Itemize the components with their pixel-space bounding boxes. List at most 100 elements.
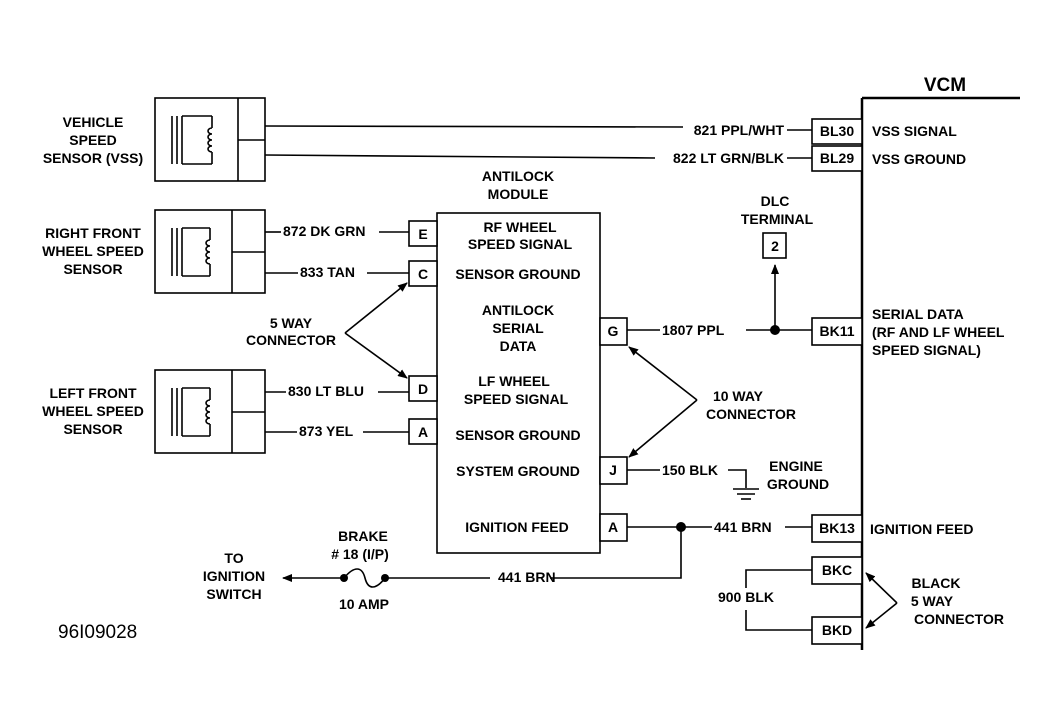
vcm-pin-bl29 — [811, 145, 863, 172]
vcm-serial-data-line-3: SPEED SIGNAL) — [872, 342, 981, 358]
pin-j-label: J — [609, 462, 617, 478]
black-five-way-line-2: 5 WAY — [911, 593, 954, 609]
vcm-serial-data-line-2: (RF AND LF WHEEL — [872, 324, 1005, 340]
engine-ground-line-1: ENGINE — [769, 458, 823, 474]
five-way-connector-line-1: 5 WAY — [270, 315, 313, 331]
pin-d — [408, 375, 438, 402]
dlc-label-line-2: TERMINAL — [741, 211, 814, 227]
pin-a-left-label: A — [418, 424, 428, 440]
vcm-vss-ground-label: VSS GROUND — [872, 151, 966, 167]
five-way-arrow-up — [344, 282, 408, 334]
vcm-pin-bkc — [811, 556, 863, 585]
wire-833-label: 833 TAN — [300, 264, 355, 280]
lf-speed-signal-line-1: LF WHEEL — [478, 373, 550, 389]
pin-a-left — [408, 418, 438, 445]
engine-ground-line-2: GROUND — [767, 476, 829, 492]
to-ignition-line-3: SWITCH — [206, 586, 261, 602]
vss-coil-icon — [171, 115, 213, 165]
antilock-title-line-2: MODULE — [488, 186, 549, 202]
wire-830-label: 830 LT BLU — [288, 383, 364, 399]
antilock-ignition-feed-label: IGNITION FEED — [465, 519, 568, 535]
pin-e-label: E — [418, 226, 427, 242]
vcm-pin-bl30-label: BL30 — [820, 123, 854, 139]
wire-873-label: 873 YEL — [299, 423, 354, 439]
system-ground-label: SYSTEM GROUND — [456, 463, 580, 479]
antilock-serial-line-3: DATA — [500, 338, 537, 354]
wire-821-left — [264, 125, 684, 128]
wire-1807-label: 1807 PPL — [662, 322, 725, 338]
vcm-pin-bk13 — [811, 514, 863, 543]
black-five-way-line-1: BLACK — [912, 575, 961, 591]
pin-e — [408, 220, 438, 247]
wire-872-label: 872 DK GRN — [283, 223, 365, 239]
rf-label-line-3: SENSOR — [63, 261, 122, 277]
vcm-pin-bk11 — [811, 317, 863, 346]
rf-speed-signal-line-1: RF WHEEL — [483, 219, 557, 235]
diagram-code: 96I09028 — [58, 622, 137, 643]
wire-441-bottom-label: 441 BRN — [498, 569, 556, 585]
dlc-pin-label: 2 — [771, 238, 779, 254]
black-five-way-arrow-up — [865, 572, 898, 604]
fuse-rating-label: 10 AMP — [339, 596, 389, 612]
rf-label-line-1: RIGHT FRONT — [45, 225, 141, 241]
antilock-module: ANTILOCK MODULE E C D A G J A RF WHEEL S… — [408, 168, 628, 554]
vcm-pin-bkd — [811, 616, 863, 645]
vss-label-line-2: SPEED — [69, 132, 116, 148]
rf-wheel-sensor: RIGHT FRONT WHEEL SPEED SENSOR — [42, 209, 266, 294]
engine-ground-icon — [733, 488, 759, 500]
pin-a-right-label: A — [608, 519, 618, 535]
brake-fuse-icon — [340, 568, 389, 588]
lf-label-line-2: WHEEL SPEED — [42, 403, 144, 419]
fuse-label-line-1: BRAKE — [338, 528, 388, 544]
ten-way-arrow-down — [628, 399, 698, 458]
dlc-label-line-1: DLC — [761, 193, 790, 209]
vss-label-line-1: VEHICLE — [63, 114, 124, 130]
vcm-pin-bk13-label: BK13 — [819, 520, 855, 536]
vcm-ignition-feed-label: IGNITION FEED — [870, 521, 973, 537]
sensor-ground-1-label: SENSOR GROUND — [455, 266, 580, 282]
wire-900-label: 900 BLK — [718, 589, 774, 605]
rf-coil-icon — [171, 227, 211, 277]
fuse-label-line-2: # 18 (I/P) — [331, 546, 389, 562]
black-five-way-line-3: CONNECTOR — [914, 611, 1004, 627]
lf-wheel-sensor: LEFT FRONT WHEEL SPEED SENSOR — [42, 369, 266, 454]
lf-label-line-1: LEFT FRONT — [49, 385, 137, 401]
antilock-serial-line-1: ANTILOCK — [482, 302, 554, 318]
ten-way-connector-line-1: 10 WAY — [713, 388, 764, 404]
ten-way-connector-line-2: CONNECTOR — [706, 406, 796, 422]
lf-coil-icon — [171, 387, 211, 437]
vcm-serial-data-line-1: SERIAL DATA — [872, 306, 964, 322]
rf-speed-signal-line-2: SPEED SIGNAL — [468, 236, 573, 252]
lf-label-line-3: SENSOR — [63, 421, 122, 437]
wire-822-left — [264, 154, 656, 159]
wire-821-label: 821 PPL/WHT — [694, 122, 785, 138]
vcm-pin-bl30 — [811, 118, 863, 145]
to-ignition-line-1: TO — [224, 550, 243, 566]
vcm-pin-bl29-label: BL29 — [820, 150, 854, 166]
five-way-arrow-down — [344, 332, 408, 379]
sensor-ground-2-label: SENSOR GROUND — [455, 427, 580, 443]
pin-d-label: D — [418, 381, 428, 397]
vcm-pin-bkd-label: BKD — [822, 622, 852, 638]
black-five-way-arrow-down — [865, 602, 898, 629]
dlc-terminal-pin — [762, 232, 787, 259]
to-ignition-line-2: IGNITION — [203, 568, 265, 584]
lf-speed-signal-line-2: SPEED SIGNAL — [464, 391, 569, 407]
antilock-title-line-1: ANTILOCK — [482, 168, 554, 184]
vcm-title: VCM — [924, 75, 966, 96]
vcm-pin-bk11-label: BK11 — [819, 323, 854, 339]
vss-label-line-3: SENSOR (VSS) — [43, 150, 143, 166]
five-way-connector-line-2: CONNECTOR — [246, 332, 336, 348]
wire-822-label: 822 LT GRN/BLK — [673, 150, 784, 166]
vcm-pin-bkc-label: BKC — [822, 562, 852, 578]
antilock-serial-line-2: SERIAL — [492, 320, 544, 336]
pin-c-label: C — [418, 266, 428, 282]
wire-150-label: 150 BLK — [662, 462, 718, 478]
ten-way-arrow-up — [628, 346, 698, 401]
vss-sensor: VEHICLE SPEED SENSOR (VSS) — [43, 97, 266, 182]
vcm-vss-signal-label: VSS SIGNAL — [872, 123, 957, 139]
pin-g — [599, 317, 628, 346]
rf-label-line-2: WHEEL SPEED — [42, 243, 144, 259]
wire-441-right-label: 441 BRN — [714, 519, 772, 535]
